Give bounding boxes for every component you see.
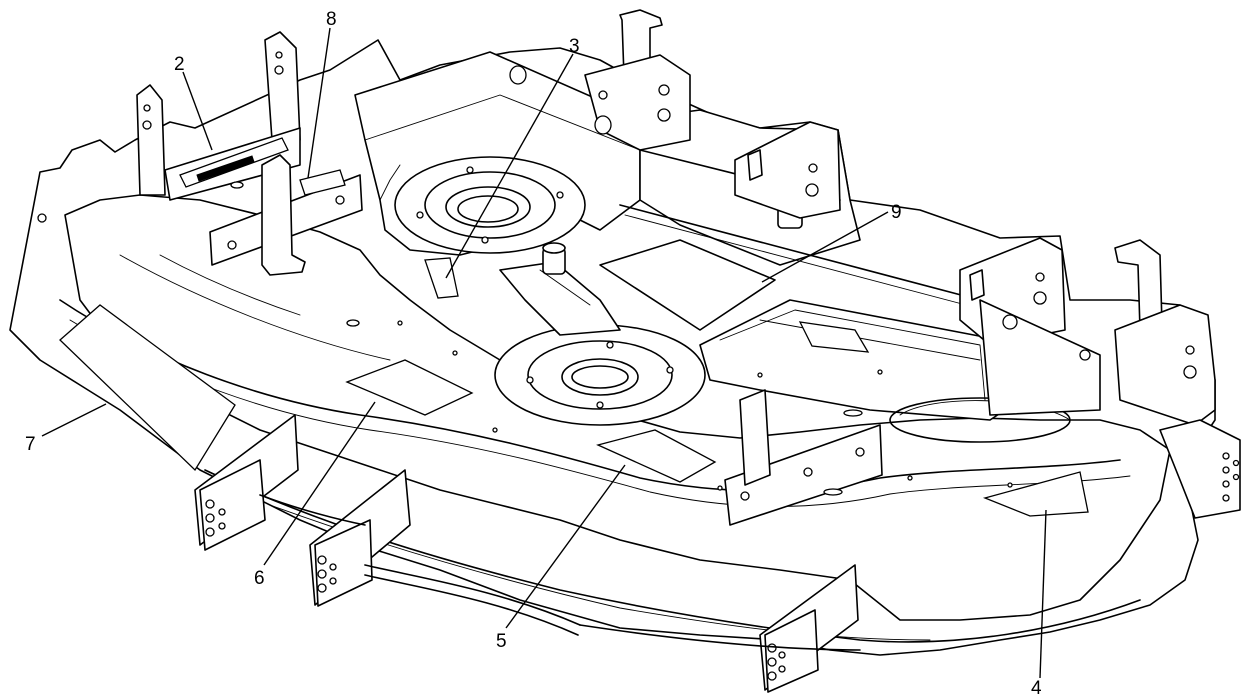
leader-4 xyxy=(1039,509,1047,679)
leader-8 xyxy=(307,27,331,179)
callout-3: 3 xyxy=(569,36,580,57)
leader-5 xyxy=(505,464,626,629)
callout-8: 8 xyxy=(326,9,337,30)
decal-9 xyxy=(798,321,870,353)
front-bumper-band xyxy=(59,299,1121,492)
leader-6 xyxy=(263,401,376,566)
decal-5 xyxy=(596,429,717,483)
decal-3 xyxy=(424,257,459,299)
callout-7: 7 xyxy=(25,434,36,455)
leader-2 xyxy=(182,71,213,151)
callout-2: 2 xyxy=(174,54,185,75)
callout-6: 6 xyxy=(254,568,265,589)
decal-6 xyxy=(345,359,474,416)
leader-9 xyxy=(761,211,889,283)
rear-bracket-left xyxy=(136,84,166,196)
callout-5: 5 xyxy=(496,631,507,652)
leader-7 xyxy=(41,403,107,437)
callout-4: 4 xyxy=(1031,678,1042,694)
callout-9: 9 xyxy=(891,202,902,223)
decal-7 xyxy=(59,304,236,472)
leader-3 xyxy=(445,53,574,279)
deck-top-surface xyxy=(64,194,1171,621)
decal-4 xyxy=(982,471,1089,517)
side-discharge-mount xyxy=(1159,419,1241,519)
front-bracket-top xyxy=(724,424,883,526)
